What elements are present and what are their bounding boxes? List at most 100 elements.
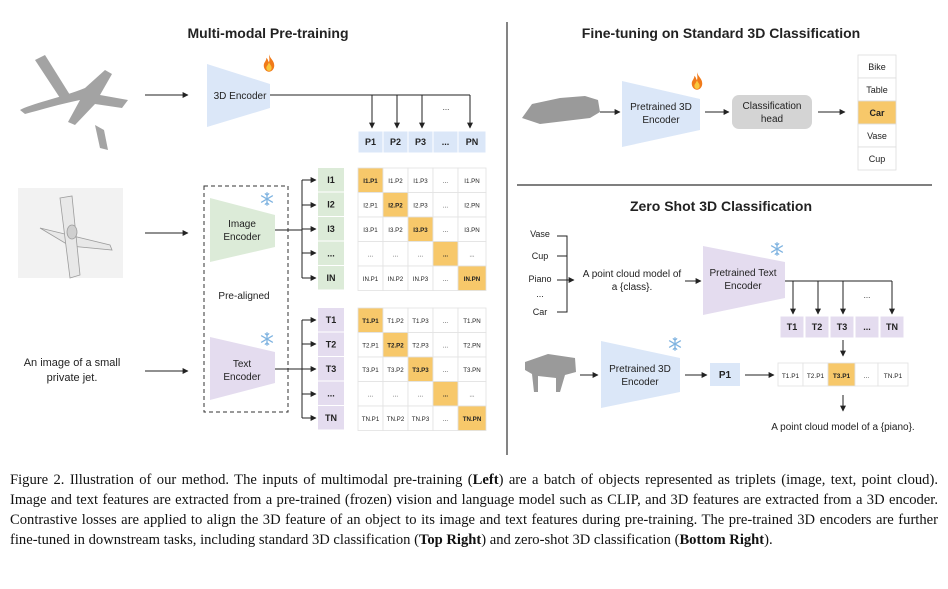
text-encoder-shape bbox=[210, 337, 275, 400]
3d-encoder-shape bbox=[207, 64, 270, 127]
matrix-cell-text: ... bbox=[443, 276, 448, 283]
pretrained-text-encoder-shape bbox=[703, 246, 785, 315]
matrix-cell-text: T1.P1 bbox=[362, 318, 379, 325]
matrix-cell-text: IN.P3 bbox=[413, 276, 429, 283]
matrix-cell-text: TN.P3 bbox=[412, 416, 430, 423]
matrix-cell-text: I3.PN bbox=[464, 227, 479, 234]
pretrained-3d-encoder-shape bbox=[622, 81, 700, 147]
caption-bold: Bottom Right bbox=[679, 532, 765, 548]
matrix-cell-text: T2.P2 bbox=[387, 343, 404, 350]
t-token bbox=[804, 315, 830, 339]
matrix-cell bbox=[457, 216, 487, 242]
p-token-label: ... bbox=[442, 137, 450, 147]
matrix-cell-text: I1.P3 bbox=[413, 178, 428, 185]
matrix-row-label bbox=[318, 266, 344, 290]
matrix-cell-text: I2.PN bbox=[464, 203, 479, 210]
caption-text: ) are a batch of objects represented as … bbox=[10, 472, 938, 548]
p-token-label: P3 bbox=[415, 137, 426, 147]
matrix-cell-text: I2.P2 bbox=[388, 203, 403, 210]
score-cell-text: T3.P1 bbox=[833, 373, 851, 380]
matrix-cell bbox=[407, 241, 434, 267]
text-encoder-label-2: Encoder bbox=[223, 372, 261, 383]
method-diagram: Multi-modal Pre-training 3D Encoder ... … bbox=[18, 22, 932, 455]
matrix-cell bbox=[407, 192, 434, 218]
t-token-label: ... bbox=[863, 322, 871, 332]
matrix-row-label bbox=[318, 192, 344, 216]
matrix-row-label-text: T1 bbox=[326, 315, 337, 325]
zs-encoder-label-1: Pretrained 3D bbox=[609, 364, 671, 375]
matrix-cell-highlight bbox=[382, 332, 409, 358]
t-token bbox=[779, 315, 805, 339]
class-item-label: Cup bbox=[869, 154, 886, 164]
matrix-cell-text: ... bbox=[368, 252, 373, 259]
template-line-1: A point cloud model of bbox=[583, 269, 682, 280]
matrix-cell-text: ... bbox=[469, 392, 474, 399]
t-token-label: T1 bbox=[787, 322, 798, 332]
matrix-cell bbox=[407, 265, 434, 291]
matrix-row-label bbox=[318, 406, 344, 430]
caption-text: Illustration of our method. The inputs o… bbox=[64, 472, 473, 488]
svg-text:...: ... bbox=[443, 103, 450, 112]
matrix-cell-text: IN.P1 bbox=[363, 276, 379, 283]
matrix-cell-highlight bbox=[457, 265, 487, 291]
matrix-cell-text: T3.P1 bbox=[362, 367, 379, 374]
3d-encoder-label: 3D Encoder bbox=[214, 91, 267, 102]
matrix-cell bbox=[432, 167, 459, 193]
matrix-cell-text: T1.P3 bbox=[412, 318, 429, 325]
matrix-cell-text: T2.P3 bbox=[412, 343, 429, 350]
matrix-cell bbox=[357, 405, 384, 431]
matrix-row-label bbox=[318, 308, 344, 332]
p-token-label: P2 bbox=[390, 137, 401, 147]
matrix-cell-text: I1.P1 bbox=[363, 178, 378, 185]
prealigned-label: Pre-aligned bbox=[218, 291, 269, 302]
matrix-cell-text: TN.P2 bbox=[387, 416, 405, 423]
caption-label: Figure 2. bbox=[10, 472, 65, 488]
image-encoder-shape bbox=[210, 198, 275, 262]
matrix-row-label-text: T3 bbox=[326, 364, 337, 374]
ft-encoder-label-2: Encoder bbox=[642, 115, 680, 126]
matrix-cell bbox=[432, 192, 459, 218]
matrix-cell-text: T3.P2 bbox=[387, 367, 404, 374]
svg-text:...: ... bbox=[864, 291, 871, 300]
matrix-cell-highlight bbox=[357, 307, 384, 333]
p-token bbox=[457, 130, 487, 154]
matrix-cell-highlight bbox=[432, 241, 459, 267]
matrix-row-label-text: ... bbox=[327, 389, 335, 399]
score-cell-text: ... bbox=[864, 373, 870, 380]
matrix-cell-text: TN.PN bbox=[463, 416, 482, 423]
score-cell bbox=[877, 362, 909, 387]
matrix-cell bbox=[357, 265, 384, 291]
matrix-cell bbox=[382, 167, 409, 193]
class-item-label: Bike bbox=[868, 62, 886, 72]
image-encoder-label-1: Image bbox=[228, 219, 256, 230]
zs-p1-token bbox=[710, 363, 740, 386]
zs-class-label: Vase bbox=[530, 229, 550, 239]
matrix-row-label-text: I3 bbox=[327, 224, 335, 234]
figure-caption: Figure 2. Illustration of our method. Th… bbox=[10, 470, 938, 550]
matrix-cell bbox=[457, 307, 487, 333]
finetune-title: Fine-tuning on Standard 3D Classificatio… bbox=[582, 25, 860, 41]
matrix-cell-text: I2.P1 bbox=[363, 203, 378, 210]
car-pointcloud-icon bbox=[522, 96, 600, 124]
matrix-cell-text: ... bbox=[393, 252, 398, 259]
matrix-cell-text: ... bbox=[443, 416, 448, 423]
matrix-row-label bbox=[318, 332, 344, 356]
text-encoder-label-1: Text bbox=[233, 359, 252, 370]
zs-class-label: Cup bbox=[532, 251, 549, 261]
image-encoder-label-2: Encoder bbox=[223, 232, 261, 243]
matrix-cell-text: I1.PN bbox=[464, 178, 479, 185]
class-item bbox=[857, 146, 897, 171]
class-item-label: Vase bbox=[867, 131, 887, 141]
matrix-cell-text: ... bbox=[443, 392, 448, 399]
airplane-pointcloud-icon bbox=[20, 55, 128, 150]
matrix-cell-text: ... bbox=[368, 392, 373, 399]
p-token-label: PN bbox=[466, 137, 479, 147]
class-item-label: Table bbox=[866, 85, 888, 95]
matrix-cell bbox=[357, 241, 384, 267]
snowflake-icon bbox=[260, 332, 274, 346]
